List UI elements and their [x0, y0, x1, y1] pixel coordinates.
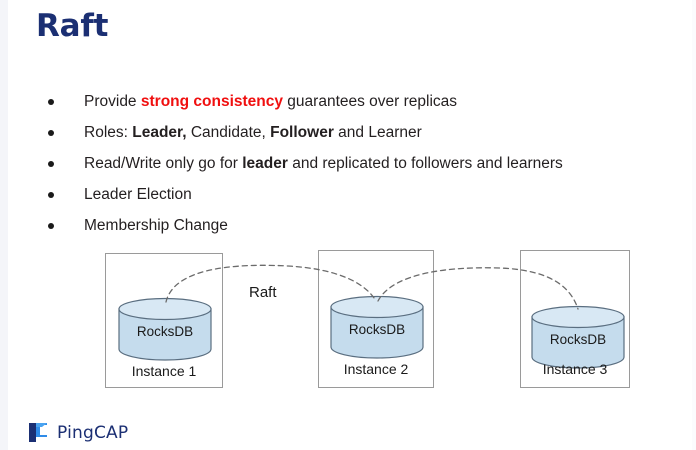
bullet-fragment: Roles: — [84, 124, 133, 141]
list-item: Roles: Leader, Candidate, Follower and L… — [40, 117, 660, 148]
bullet-dot-icon — [48, 130, 54, 136]
rocksdb-label-1: RocksDB — [136, 324, 194, 339]
rocksdb-cylinder-3 — [531, 305, 625, 369]
rocksdb-cylinder-1 — [118, 297, 212, 361]
bullet-text-roles: Roles: Leader, Candidate, Follower and L… — [40, 117, 660, 148]
bullet-dot-icon — [48, 192, 54, 198]
page-title: Raft — [36, 8, 109, 44]
bullet-fragment: guarantees over replicas — [283, 93, 458, 110]
bullet-fragment: Candidate, — [186, 124, 271, 141]
bullet-fragment: Provide — [84, 93, 141, 110]
bullet-dot-icon — [48, 99, 54, 105]
left-gutter — [0, 0, 8, 450]
list-item: Leader Election — [40, 179, 660, 210]
pingcap-logo: PingCAP — [28, 421, 128, 444]
bullet-dot-icon — [48, 223, 54, 229]
list-item: Read/Write only go for leader and replic… — [40, 148, 660, 179]
instance-label-3: Instance 3 — [542, 361, 608, 377]
bullet-fragment-bold: leader — [242, 155, 288, 172]
bullet-dot-icon — [48, 161, 54, 167]
right-gutter — [692, 0, 696, 450]
bullet-fragment: Read/Write only go for — [84, 155, 243, 172]
bullet-text-strong-consistency: Provide strong consistency guarantees ov… — [40, 86, 660, 117]
bullet-fragment: and replicated to followers and learners — [287, 155, 563, 172]
list-item: Provide strong consistency guarantees ov… — [40, 86, 660, 117]
rocksdb-label-3: RocksDB — [549, 332, 607, 347]
pingcap-mark-icon — [29, 423, 47, 442]
raft-connection-label: Raft — [249, 284, 277, 301]
bullet-text-membership-change: Membership Change — [84, 217, 228, 234]
bullet-text-read-write: Read/Write only go for leader and replic… — [40, 148, 660, 179]
bullet-fragment-bold: Leader, — [132, 124, 187, 141]
bullet-list: Provide strong consistency guarantees ov… — [40, 86, 660, 241]
list-item: Membership Change — [40, 210, 660, 241]
instance-label-2: Instance 2 — [343, 361, 409, 377]
rocksdb-label-2: RocksDB — [348, 322, 406, 337]
bullet-fragment-emphasis: strong consistency — [140, 93, 283, 110]
instance-label-1: Instance 1 — [131, 363, 197, 379]
bullet-fragment: and Learner — [333, 124, 422, 141]
bullet-text-leader-election: Leader Election — [84, 186, 192, 203]
pingcap-brand-text: PingCAP — [57, 422, 129, 443]
bullet-fragment-bold: Follower — [270, 124, 334, 141]
